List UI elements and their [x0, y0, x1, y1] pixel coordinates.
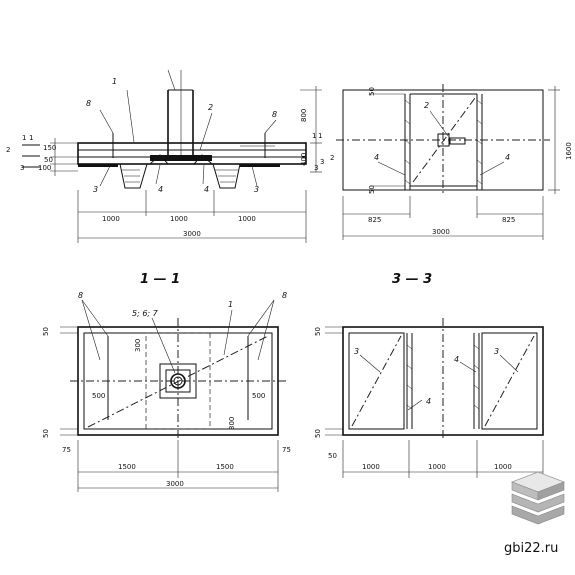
s11-dim-500-left: 500 [92, 392, 105, 400]
callout-3-right: 3 [254, 185, 259, 194]
dim-right-800: 800 [300, 109, 308, 122]
section-mark-1-left: 1 [22, 134, 26, 142]
s11-dim-500-right: 500 [252, 392, 265, 400]
dim-right-400: 400 [300, 153, 308, 166]
s33-dim-50-corner: 50 [328, 452, 337, 460]
s11-dim-300-top: 300 [134, 339, 142, 352]
section-1-1-view: 1 — 1 [60, 272, 286, 492]
s11-dim-total: 3000 [166, 480, 184, 488]
s11-dim-1500-left: 1500 [118, 463, 136, 471]
dim-left-50: 50 [44, 156, 53, 164]
section-mark-2-left: 2 [6, 146, 10, 154]
callout-8-left: 8 [86, 99, 91, 108]
elevation-labels: 1 8 2 8 3 4 4 3 1000 1000 1000 3000 150 … [6, 77, 334, 238]
s11-dim-50-top: 50 [42, 327, 50, 336]
s11-callout-5-6-7: 5; 6; 7 [132, 309, 159, 318]
s33-dim-1000-2: 1000 [428, 463, 446, 471]
callout-4-right: 4 [204, 185, 209, 194]
plan-dim-1600: 1600 [565, 142, 573, 160]
section-mark-3-right-b: 3 [320, 158, 324, 166]
s11-dim-50-bottom: 50 [42, 429, 50, 438]
dim-left-150: 150 [43, 144, 56, 152]
section-3-3-view: 3 — 3 [325, 272, 544, 478]
section-3-3-title: 3 — 3 [392, 272, 432, 287]
plan-dim-825-right: 825 [502, 216, 515, 224]
plan-dim-50-bottom: 50 [368, 185, 376, 194]
elevation-view [22, 69, 322, 243]
s11-callout-1: 1 [228, 300, 233, 309]
s11-dim-75-left: 75 [62, 446, 71, 454]
dim-left-100: 100 [38, 164, 51, 172]
callout-8-right: 8 [272, 110, 277, 119]
s33-dim-50-bottom: 50 [314, 429, 322, 438]
section-mark-3-right: 3 [314, 164, 318, 172]
section-mark-3-left: 3 [20, 164, 24, 172]
s33-callout-4-right: 4 [454, 355, 459, 364]
dim-bottom-1: 1000 [102, 215, 120, 223]
plan-callout-4-right: 4 [505, 153, 510, 162]
s33-callout-3-right: 3 [494, 347, 499, 356]
gbi22-logo-icon [510, 471, 566, 525]
s11-dim-1500-right: 1500 [216, 463, 234, 471]
s33-dim-50-top: 50 [314, 327, 322, 336]
s11-dim-75-right: 75 [282, 446, 291, 454]
plan-dim-total: 3000 [432, 228, 450, 236]
callout-1: 1 [112, 77, 117, 86]
section-1-1-labels: 8 5; 6; 7 1 8 500 500 300 300 50 50 75 7… [42, 291, 291, 488]
section-mark-1-right: 1 [312, 132, 316, 140]
plan-callout-4-left: 4 [374, 153, 379, 162]
plan-dim-825-left: 825 [368, 216, 381, 224]
section-mark-2-right: 2 [330, 154, 334, 162]
plan-view [336, 84, 560, 240]
s11-callout-8-left: 8 [78, 291, 83, 300]
s33-callout-3-left: 3 [354, 347, 359, 356]
section-mark-1-left-b: 1 [29, 134, 33, 142]
s11-dim-300-bottom: 300 [228, 417, 236, 430]
callout-2: 2 [208, 103, 213, 112]
callout-3-left: 3 [93, 185, 98, 194]
section-mark-1-right-b: 1 [318, 132, 322, 140]
plan-callout-2: 2 [424, 101, 429, 110]
s11-callout-8-right: 8 [282, 291, 287, 300]
dim-bottom-3: 1000 [238, 215, 256, 223]
s33-dim-1000-1: 1000 [362, 463, 380, 471]
section-1-1-title: 1 — 1 [140, 272, 180, 287]
dim-bottom-2: 1000 [170, 215, 188, 223]
watermark-text: gbi22.ru [504, 541, 558, 556]
s33-callout-4-left: 4 [426, 397, 431, 406]
plan-dim-50-top: 50 [368, 87, 376, 96]
callout-4-left: 4 [158, 185, 163, 194]
plan-labels: 2 4 4 825 825 3000 1600 50 50 [368, 87, 573, 236]
section-3-3-labels: 3 4 3 4 50 50 50 1000 1000 1000 [314, 327, 512, 471]
dim-total: 3000 [183, 230, 201, 238]
s33-dim-1000-3: 1000 [494, 463, 512, 471]
